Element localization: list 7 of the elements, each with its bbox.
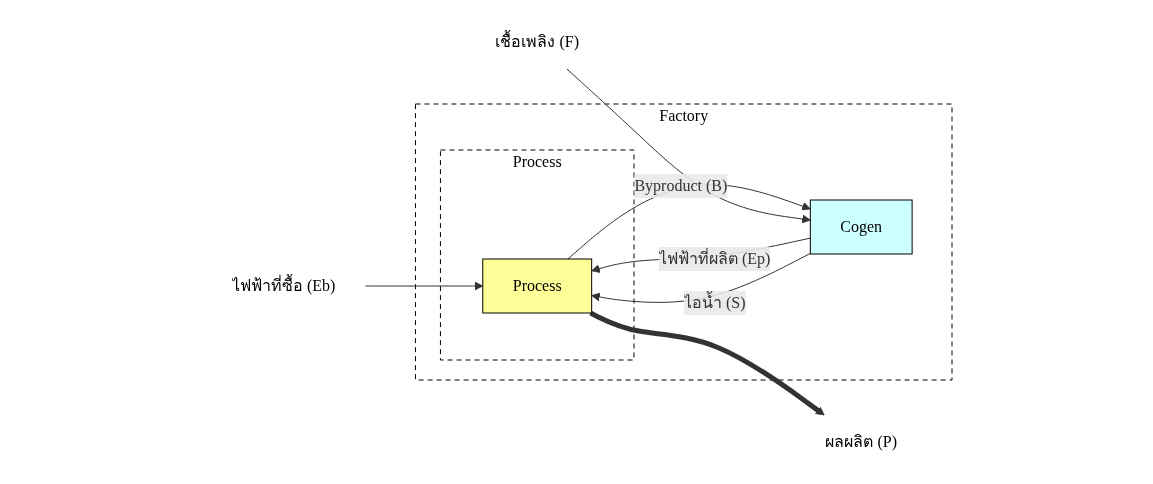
node-text: ผลผลิต (P): [824, 433, 897, 450]
edge-label: Byproduct (B): [633, 176, 727, 194]
node-box: Process: [481, 258, 592, 314]
node-box: Cogen: [809, 199, 913, 255]
arrow: [364, 281, 483, 291]
arrow: [590, 237, 811, 273]
arrow: [588, 310, 825, 416]
